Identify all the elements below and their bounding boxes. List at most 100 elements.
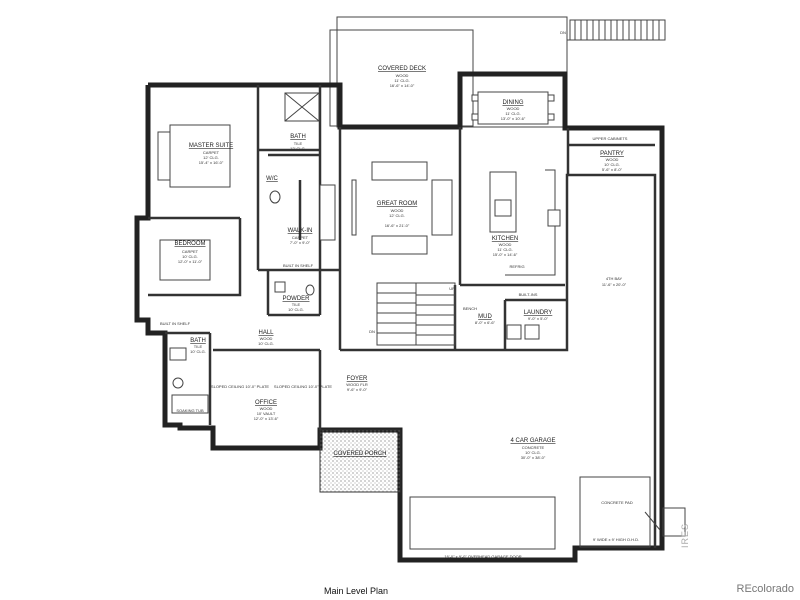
svg-text:9'-6" x 9'-0": 9'-6" x 9'-0" [347,387,368,392]
room-walkin: WALK-IN CARPET 7'-0" x 9'-0" [288,228,313,245]
plan-caption: Main Level Plan [323,586,389,596]
watermark: IRES [680,522,690,548]
room-foyer: FOYER WOOD FLR 9'-6" x 9'-0" [346,376,368,392]
room-kitchen: KITCHEN WOOD 11' CLG. 15'-0" x 14'-6" [492,236,518,257]
svg-text:13'-0" x 10'-6": 13'-0" x 10'-6" [501,116,526,121]
room-dining: DINING WOOD 11' CLG. 13'-0" x 10'-6" [501,100,526,121]
svg-text:10' CLG.: 10' CLG. [604,162,620,167]
note-side-door: 9' WIDE x 9' HIGH O.H.D. [593,537,639,542]
svg-text:16'-6" x 21'-0": 16'-6" x 21'-0" [385,223,410,228]
svg-text:CARPET: CARPET [292,235,309,240]
note-shelf-right: BUILT IN SHELF [283,263,314,268]
svg-text:5'-6" x 8'-0": 5'-6" x 8'-0" [602,167,623,172]
svg-text:16'-6" x 14'-0": 16'-6" x 14'-0" [390,83,415,88]
master-bath-fixtures [269,92,336,241]
note-soaking-tub: SOAKING TUB [176,408,204,413]
svg-text:10' CLG.: 10' CLG. [525,450,541,455]
svg-text:MASTER SUITE: MASTER SUITE [189,143,233,149]
svg-text:LAUNDRY: LAUNDRY [524,310,553,316]
svg-text:8'-0" x 6'-6": 8'-0" x 6'-6" [475,320,496,325]
svg-text:PANTRY: PANTRY [600,151,624,157]
note-garage-door: 16'-0" x 9'-0" OVERHEAD GARAGE DOOR [444,554,521,559]
room-covered-porch: COVERED PORCH [333,451,386,457]
kitchen-island [489,169,561,276]
room-mud: MUD 8'-0" x 6'-6" [475,314,496,325]
brand-logo: REcolorado [736,583,794,595]
svg-text:WOOD: WOOD [499,242,512,247]
note-upper-cabinets: UPPER CABINETS [593,136,628,141]
svg-text:CARPET: CARPET [182,249,199,254]
interior-walls [148,85,655,430]
svg-text:10' CLG.: 10' CLG. [190,349,206,354]
room-garage: 4 CAR GARAGE CONCRETE 10' CLG. 30'-0" x … [510,438,555,460]
room-bedroom: BEDROOM CARPET 10' CLG. 12'-0" x 11'-0" [174,241,205,264]
note-dn-stair: DN [369,329,375,334]
svg-text:11' CLG.: 11' CLG. [394,78,409,83]
svg-text:15'-4" x 16'-0": 15'-4" x 16'-0" [199,160,224,165]
note-dn-deck: DN [560,30,566,35]
interior-stairs [376,282,456,346]
concrete-pad-box [662,507,686,537]
room-covered-deck: COVERED DECK WOOD 11' CLG. 16'-6" x 14'-… [378,66,426,88]
svg-text:COVERED DECK: COVERED DECK [378,66,426,72]
svg-text:12' CLG.: 12' CLG. [203,155,219,160]
powder-fixtures [274,281,315,296]
room-master-bath: BATH TILE 12' CLG. [290,134,306,151]
svg-text:4 CAR GARAGE: 4 CAR GARAGE [510,438,555,444]
garage-door-left [409,496,556,550]
svg-text:HALL: HALL [258,330,274,336]
svg-text:CARPET: CARPET [203,150,220,155]
note-refrig: REFRIG [509,264,524,269]
dining-table [471,91,555,125]
svg-text:10' CLG.: 10' CLG. [258,341,274,346]
exterior-stairs [569,19,666,41]
svg-text:WOOD: WOOD [260,406,273,411]
svg-text:GREAT ROOM: GREAT ROOM [377,201,417,207]
svg-text:OFFICE: OFFICE [255,400,277,406]
note-up: UP [449,286,455,291]
room-bath2: BATH TILE 10' CLG. [190,338,206,354]
svg-text:10' CLG.: 10' CLG. [288,307,304,312]
svg-text:9'-0" x 5'-0": 9'-0" x 5'-0" [528,316,549,321]
svg-text:11'-6" x 20'-0": 11'-6" x 20'-0" [602,282,627,287]
svg-text:12'-0" x 11'-0": 12'-0" x 11'-0" [178,259,203,264]
master-bed [157,124,231,188]
note-sloped-left: SLOPED CEILING 10'-0" PLATE [211,384,269,389]
note-shelf-left: BUILT IN SHELF [160,321,191,326]
room-pantry: PANTRY WOOD 10' CLG. 5'-6" x 8'-0" [600,151,624,172]
room-fourth-bay: 4TH BAY 11'-6" x 20'-0" [602,276,627,287]
svg-text:KITCHEN: KITCHEN [492,236,518,242]
svg-text:12' CLG.: 12' CLG. [389,213,405,218]
svg-text:12' CLG.: 12' CLG. [290,146,306,151]
side-door-pad [579,476,651,548]
svg-text:TILE: TILE [194,344,203,349]
note-sloped-right: SLOPED CEILING 10'-0" PLATE [274,384,332,389]
svg-text:TILE: TILE [294,141,303,146]
svg-text:WOOD: WOOD [260,336,273,341]
svg-text:11' CLG.: 11' CLG. [505,111,520,116]
porch-hatch [319,429,401,493]
room-laundry: LAUNDRY 9'-0" x 5'-0" [524,310,553,321]
svg-text:POWDER: POWDER [283,296,311,302]
svg-text:TILE: TILE [292,302,301,307]
room-office: OFFICE WOOD 10' VAULT 12'-0" x 13'-6" [254,400,279,421]
room-wc: W/C [266,176,278,182]
svg-text:4TH BAY: 4TH BAY [606,276,623,281]
svg-text:WOOD: WOOD [507,106,520,111]
svg-text:WOOD: WOOD [391,208,404,213]
room-great-room: GREAT ROOM WOOD 12' CLG. 16'-6" x 21'-0" [377,201,417,228]
svg-text:15'-0" x 14'-6": 15'-0" x 14'-6" [493,252,518,257]
svg-text:MUD: MUD [478,314,492,320]
room-powder: POWDER TILE 10' CLG. [283,296,311,312]
svg-text:WOOD: WOOD [396,73,409,78]
svg-text:BEDROOM: BEDROOM [174,241,205,247]
svg-text:11' CLG.: 11' CLG. [497,247,512,252]
svg-text:BATH: BATH [290,134,306,140]
svg-text:COVERED PORCH: COVERED PORCH [333,451,386,457]
svg-text:DINING: DINING [503,100,524,106]
room-hall: HALL WOOD 10' CLG. [258,330,274,346]
svg-text:WALK-IN: WALK-IN [288,228,313,234]
laundry-fixtures [506,324,540,340]
svg-text:BATH: BATH [190,338,206,344]
